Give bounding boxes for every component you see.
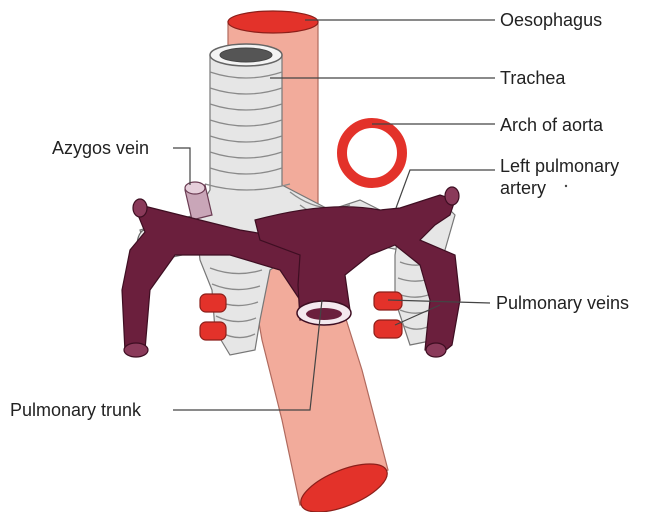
label-arch-of-aorta: Arch of aorta <box>500 115 603 135</box>
label-pulmonary-veins: Pulmonary veins <box>496 293 629 313</box>
azygos-vein <box>185 182 212 220</box>
label-pulmonary-trunk: Pulmonary trunk <box>10 400 141 420</box>
label-left-pulmonary-artery-line1: Left pulmonary <box>500 156 619 176</box>
pulmonary-vein-right-lower <box>200 322 226 340</box>
label-azygos-vein: Azygos vein <box>52 138 149 158</box>
label-left-pulmonary-artery-line2: artery <box>500 178 546 198</box>
arch-of-aorta <box>342 123 402 183</box>
pulmonary-vein-right-upper <box>200 294 226 312</box>
pulmonary-vein-left-lower <box>374 320 402 338</box>
label-oesophagus: Oesophagus <box>500 10 602 30</box>
label-trachea: Trachea <box>500 68 565 88</box>
pulmonary-vein-left-upper <box>374 292 402 310</box>
